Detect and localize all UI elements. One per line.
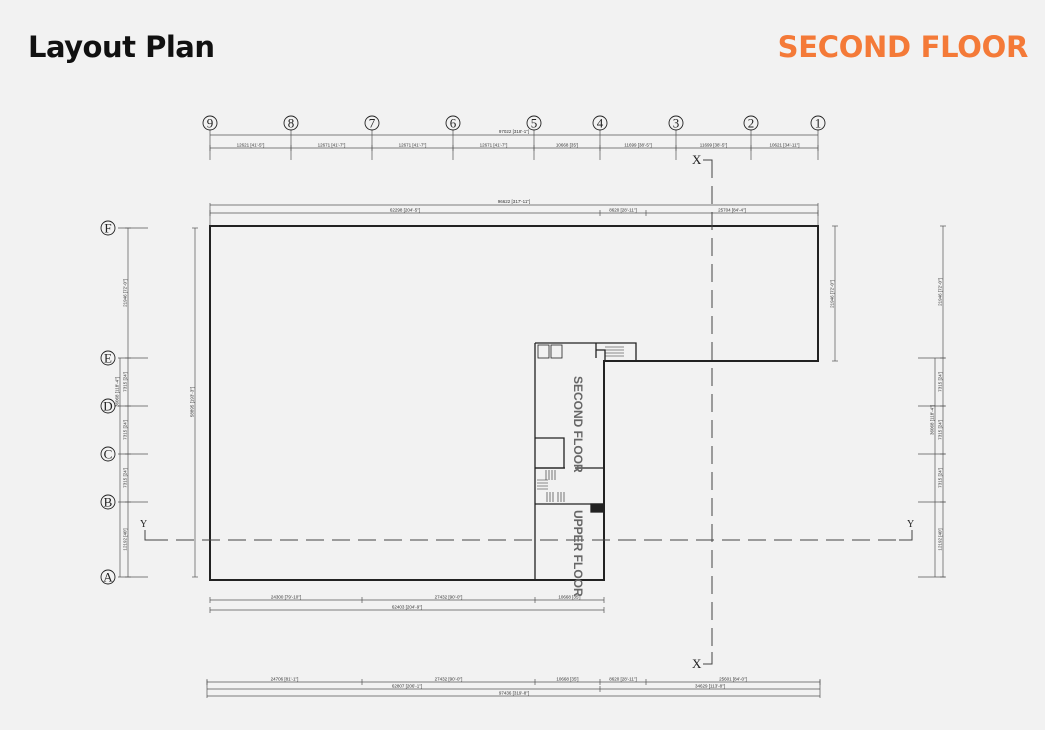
grid-column-label: 9: [207, 116, 214, 131]
dimension-label: 21946 [72'-0"]: [938, 278, 943, 306]
dimension-label: 24300 [79'-10"]: [271, 595, 301, 600]
dimension-label: 12192 [40']: [123, 528, 128, 550]
dimension-label: 12671 [41'-7"]: [399, 143, 427, 148]
section-lines: [144, 159, 913, 665]
grid-column-label: 6: [450, 116, 457, 131]
grid-row-bubble: [100, 350, 116, 366]
dimension-label: 12671 [41'-7"]: [318, 143, 346, 148]
building-outline: [209, 225, 819, 581]
grid-row-bubble: [100, 398, 116, 414]
grid-column-bubble: [283, 115, 299, 131]
dimension-label: 8620 [28'-11"]: [609, 677, 636, 682]
grid-row-label: B: [104, 495, 113, 510]
dimension-label: 27432 [90'-0"]: [435, 595, 463, 600]
dimension-label: 11699 [38'-5"]: [700, 143, 727, 148]
grid-column-label: 5: [531, 116, 538, 131]
section-y-left-label: Y: [140, 519, 147, 530]
dimension-label: 36068 [118'-4"]: [930, 405, 935, 435]
grid-row-label: F: [104, 221, 111, 236]
grid-column-bubble: [668, 115, 684, 131]
dimension-label: 97022 [318'-1"]: [499, 129, 529, 134]
grid-column-bubble: [202, 115, 218, 131]
grid-row-label: D: [103, 399, 112, 414]
dimension-label: 10621 [34'-11"]: [770, 143, 800, 148]
dimension-label: 10668 [35']: [556, 143, 578, 148]
dimension-label: 58895 [193'-3"]: [190, 387, 195, 417]
grid-column-label: 8: [288, 116, 295, 131]
dimension-label: 34629 [113'-8"]: [695, 684, 725, 689]
dimension-label: 27432 [90'-0"]: [435, 677, 463, 682]
dimension-label: 7315 [24']: [938, 468, 943, 488]
grid-column-bubble: [526, 115, 542, 131]
dimension-label: 10668 [35']: [556, 677, 578, 682]
dimension-label: 7315 [24']: [938, 372, 943, 392]
grid-column-bubble: [743, 115, 759, 131]
grid-row-bubble: [100, 569, 116, 585]
grid-row-bubble: [100, 494, 116, 510]
section-y-right-label: Y: [907, 519, 914, 530]
grid-row-bubble: [100, 220, 116, 236]
room-label-upper-floor: UPPER FLOOR: [571, 510, 585, 597]
dimension-label: 12192 [40']: [938, 528, 943, 550]
grid-column-label: 1: [815, 116, 822, 131]
grid-row-bubble: [100, 446, 116, 462]
dimension-label: 11699 [38'-5"]: [624, 143, 651, 148]
grid-row-label: A: [103, 570, 113, 585]
dimension-label: 21946 [72'-0"]: [123, 279, 128, 307]
dimension-label: 7315 [24']: [123, 420, 128, 440]
dimension-label: 62298 [204'-5"]: [390, 208, 420, 213]
dimension-label: 8620 [28'-11"]: [609, 208, 636, 213]
dimension-label: 7315 [24']: [123, 372, 128, 392]
section-x-top-label: X: [692, 152, 702, 167]
grid-column-bubble: [810, 115, 826, 131]
dimension-label: 25704 [84'-4"]: [718, 208, 746, 213]
dimension-label: 7315 [24']: [938, 420, 943, 440]
dimension-label: 12671 [41'-7"]: [480, 143, 508, 148]
stair-core: [534, 342, 637, 580]
grid-column-bubble: [592, 115, 608, 131]
grid-column-label: 4: [597, 116, 604, 131]
dimension-label: 96622 [317'-11"]: [498, 199, 530, 204]
page-title: Layout Plan: [28, 30, 215, 64]
dimension-label: 62403 [204'-9"]: [392, 605, 422, 610]
dimension-label: 62807 [206'-1"]: [392, 684, 422, 689]
dimension-label: 12621 [41'-5"]: [237, 143, 265, 148]
dimension-label: 36068 [118'-4"]: [115, 377, 120, 407]
section-x-bottom-label: X: [692, 656, 702, 671]
grid-row-label: C: [104, 447, 113, 462]
room-label-second-floor: SECOND FLOOR: [571, 376, 585, 473]
dimension-label: 10668 [35']: [558, 595, 580, 600]
dimension-label: 7315 [24']: [123, 468, 128, 488]
grid-column-bubble: [445, 115, 461, 131]
dimension-label: 25601 [84'-0"]: [719, 677, 747, 682]
grid-column-label: 2: [748, 116, 755, 131]
grid-row-label: E: [104, 351, 112, 366]
floor-label: SECOND FLOOR: [777, 30, 1029, 64]
dimension-label: 21946 [72'-0"]: [830, 280, 835, 308]
grid-column-label: 3: [673, 116, 680, 131]
dimension-label: 24706 [81'-1"]: [271, 677, 299, 682]
dimension-label: 97436 [319'-8"]: [499, 691, 529, 696]
grid-column-bubble: [364, 115, 380, 131]
grid-column-label: 7: [369, 116, 376, 131]
